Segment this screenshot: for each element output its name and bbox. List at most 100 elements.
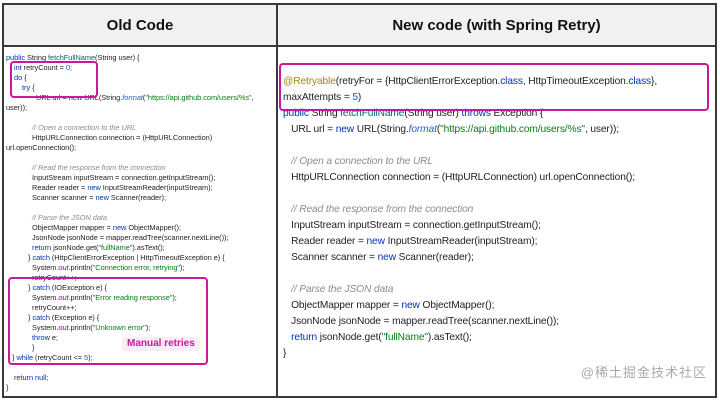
code-token: [6, 163, 32, 172]
code-token: }: [6, 353, 17, 362]
code-line: HttpURLConnection connection = (HttpURLC…: [6, 133, 276, 143]
code-line: do {: [6, 73, 276, 83]
code-token: {: [30, 83, 35, 92]
code-line: [283, 138, 715, 154]
code-token: // Open a connection to the URL: [291, 156, 433, 167]
code-token: jsonNode.get(: [317, 332, 382, 343]
code-token: );: [88, 353, 93, 362]
code-token: // Parse the JSON data: [291, 284, 394, 295]
code-token: class: [628, 76, 652, 87]
code-line: Scanner scanner = new Scanner(reader);: [6, 193, 276, 203]
code-token: JsonNode jsonNode = mapper.readTree(scan…: [283, 316, 559, 327]
code-line: } while (retryCount <= 5);: [6, 353, 276, 363]
code-token: ;: [46, 373, 49, 382]
code-token: },: [651, 76, 658, 87]
code-token: (retryFor = {HttpClientErrorException.: [335, 76, 501, 87]
code-line: maxAttempts = 5): [283, 90, 715, 106]
code-token: catch: [32, 283, 50, 292]
code-token: format: [408, 124, 437, 135]
code-token: .println(: [68, 263, 93, 272]
code-token: InputStream inputStream = connection.get…: [283, 220, 541, 231]
header-new-code: New code (with Spring Retry): [392, 16, 601, 34]
code-token: new: [95, 193, 109, 202]
code-token: format: [122, 93, 143, 102]
code-line: [283, 186, 715, 202]
code-token: [6, 373, 14, 382]
code-line: [283, 266, 715, 282]
code-token: ).asText();: [132, 243, 165, 252]
code-token: "https://api.github.com/users/%s": [145, 93, 252, 102]
code-token: [6, 213, 32, 222]
code-line: } catch (IOException e) {: [6, 283, 276, 293]
code-line: URL url = new URL(String.format("https:/…: [283, 122, 715, 138]
code-token: URL(String.: [354, 124, 409, 135]
code-line: // Open a connection to the URL: [283, 154, 715, 170]
code-line: JsonNode jsonNode = mapper.readTree(scan…: [283, 314, 715, 330]
code-token: "Unknown error": [92, 323, 146, 332]
code-token: );: [179, 263, 185, 272]
code-line: public String fetchFullName(String user)…: [6, 53, 276, 63]
code-token: Exception {: [490, 108, 544, 119]
code-token: jsonNode.get(: [51, 243, 99, 252]
code-token: Reader reader =: [6, 183, 88, 192]
code-token: (Exception e) {: [49, 313, 100, 322]
code-token: );: [172, 293, 177, 302]
code-token: ): [357, 92, 362, 103]
code-token: out: [58, 293, 69, 302]
code-token: Scanner scanner =: [6, 193, 96, 202]
code-token: (: [142, 93, 146, 102]
code-line: URL url = new URL(String.format("https:/…: [6, 93, 276, 103]
code-token: new: [87, 183, 101, 192]
code-line: // Open a connection to the URL: [6, 123, 276, 133]
comparison-table: Old Code New code (with Spring Retry) Ma…: [2, 3, 717, 398]
code-token: class: [500, 76, 523, 87]
code-token: ObjectMapper mapper =: [6, 223, 113, 232]
code-line: InputStream inputStream = connection.get…: [283, 218, 715, 234]
code-token: "https://api.github.com/users/%s": [440, 124, 585, 135]
code-token: out: [58, 263, 69, 272]
code-token: }: [6, 313, 33, 322]
code-line: return jsonNode.get("fullName").asText()…: [283, 330, 715, 346]
code-token: null: [35, 373, 47, 382]
code-token: catch: [32, 313, 50, 322]
code-token: Scanner(reader);: [395, 252, 474, 263]
code-line: throw e;: [6, 333, 276, 343]
code-token: , user));: [584, 124, 619, 135]
code-token: maxAttempts =: [283, 92, 353, 103]
code-token: [6, 243, 32, 252]
code-token: ObjectMapper();: [419, 300, 495, 311]
code-token: HttpURLConnection connection = (HttpURLC…: [283, 172, 635, 183]
code-line: [6, 113, 276, 123]
code-token: return: [32, 243, 52, 252]
code-token: [6, 333, 32, 342]
code-token: ObjectMapper mapper =: [283, 300, 402, 311]
code-line: user));: [6, 103, 276, 113]
code-token: Reader reader =: [283, 236, 367, 247]
code-line: } catch (HttpClientErrorException | Http…: [6, 253, 276, 263]
code-line: }: [6, 383, 276, 393]
code-token: [6, 63, 14, 72]
code-token: // Read the response from the connection: [32, 163, 166, 172]
new-code-cell: @稀土掘金技术社区 @Retryable(retryFor = {HttpCli…: [278, 47, 715, 396]
code-token: throws: [461, 108, 491, 119]
code-line: int retryCount = 0;: [6, 63, 276, 73]
code-line: retryCount++;: [6, 273, 276, 283]
code-line: }: [6, 343, 276, 353]
code-token: "Connection error, retrying": [92, 263, 180, 272]
code-line: }: [283, 346, 715, 362]
code-line: JsonNode jsonNode = mapper.readTree(scan…: [6, 233, 276, 243]
code-token: Scanner(reader);: [108, 193, 166, 202]
code-line: ObjectMapper mapper = new ObjectMapper()…: [283, 298, 715, 314]
code-token: String: [27, 53, 49, 62]
code-token: "fullName": [381, 332, 428, 343]
code-line: [6, 203, 276, 213]
code-token: ).asText();: [427, 332, 472, 343]
code-token: HttpURLConnection connection = (HttpURLC…: [6, 133, 213, 142]
code-token: (String user) {: [95, 53, 140, 62]
code-token: do: [14, 73, 23, 82]
code-token: catch: [32, 253, 50, 262]
code-line: Scanner scanner = new Scanner(reader);: [283, 250, 715, 266]
code-token: [283, 284, 291, 295]
code-token: // Open a connection to the URL: [32, 123, 137, 132]
code-token: throw: [32, 333, 50, 342]
